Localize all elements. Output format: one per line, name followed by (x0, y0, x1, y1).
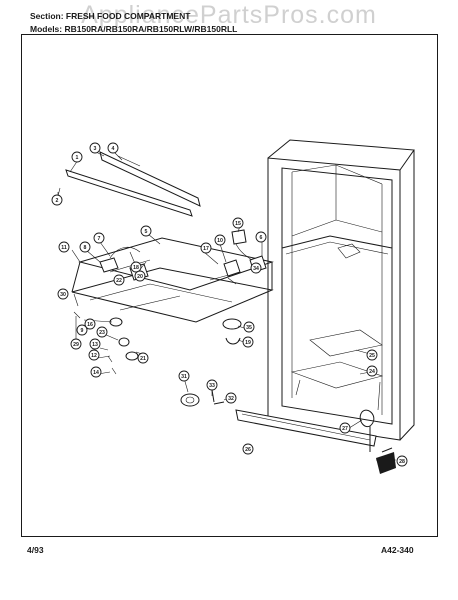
leveling-leg (359, 409, 396, 474)
svg-text:23: 23 (99, 330, 105, 336)
small-parts (73, 311, 242, 407)
leader-lines (57, 151, 396, 461)
svg-text:15: 15 (235, 221, 241, 227)
callout-24: 24 (366, 365, 378, 377)
svg-text:24: 24 (369, 369, 375, 375)
svg-text:18: 18 (133, 265, 139, 271)
svg-text:16: 16 (87, 322, 93, 328)
callout-23: 23 (96, 326, 108, 338)
diagram-frame (21, 34, 438, 537)
callout-9: 9 (76, 324, 88, 336)
control-housing (71, 229, 274, 323)
callout-10: 10 (214, 234, 226, 246)
callout-31: 31 (178, 370, 190, 382)
callout-30: 30 (57, 288, 69, 300)
svg-text:7: 7 (98, 236, 101, 242)
callout-7: 7 (93, 232, 105, 244)
callout-13: 13 (89, 338, 101, 350)
svg-text:33: 33 (209, 383, 215, 389)
callout-12: 12 (88, 349, 100, 361)
svg-text:11: 11 (61, 245, 67, 251)
svg-text:30: 30 (60, 292, 66, 298)
callout-29: 29 (70, 338, 82, 350)
svg-text:2: 2 (56, 198, 59, 204)
svg-text:34: 34 (253, 266, 259, 272)
svg-text:19: 19 (245, 340, 251, 346)
svg-text:17: 17 (203, 246, 209, 252)
callout-34: 34 (250, 262, 262, 274)
svg-text:5: 5 (145, 229, 148, 235)
document-number: A42-340 (381, 545, 414, 555)
svg-text:35: 35 (246, 325, 252, 331)
revision-date: 4/93 (27, 545, 44, 555)
callout-1: 1 (71, 151, 83, 163)
callout-26: 26 (242, 443, 254, 455)
callout-2: 2 (51, 194, 63, 206)
svg-text:20: 20 (137, 274, 143, 280)
svg-text:29: 29 (73, 342, 79, 348)
callout-5: 5 (140, 225, 152, 237)
svg-text:21: 21 (140, 356, 146, 362)
trim-strips (57, 151, 201, 217)
svg-text:26: 26 (245, 447, 251, 453)
refrigerator-cabinet (267, 139, 415, 441)
svg-text:25: 25 (369, 353, 375, 359)
callout-11: 11 (58, 241, 70, 253)
toe-grille (235, 409, 377, 447)
callout-21: 21 (137, 352, 149, 364)
callout-20: 20 (134, 270, 146, 282)
callout-17: 17 (200, 242, 212, 254)
svg-text:32: 32 (228, 396, 234, 402)
svg-text:10: 10 (217, 238, 223, 244)
callout-19: 19 (242, 336, 254, 348)
callout-3: 3 (89, 142, 101, 154)
svg-text:3: 3 (94, 146, 97, 152)
callout-28: 28 (396, 455, 408, 467)
callout-15: 15 (232, 217, 244, 229)
svg-text:4: 4 (112, 146, 115, 152)
svg-text:27: 27 (342, 426, 348, 432)
callout-8: 8 (79, 241, 91, 253)
svg-text:14: 14 (93, 370, 99, 376)
callout-14: 14 (90, 366, 102, 378)
svg-text:31: 31 (181, 374, 187, 380)
svg-text:6: 6 (260, 235, 263, 241)
callout-35: 35 (243, 321, 255, 333)
svg-text:13: 13 (92, 342, 98, 348)
section-title: Section: FRESH FOOD COMPARTMENT (30, 11, 191, 21)
svg-text:12: 12 (91, 353, 97, 359)
callout-32: 32 (225, 392, 237, 404)
callout-16: 16 (84, 318, 96, 330)
callout-25: 25 (366, 349, 378, 361)
callout-33: 33 (206, 379, 218, 391)
callout-6: 6 (255, 231, 267, 243)
callout-4: 4 (107, 142, 119, 154)
svg-text:9: 9 (81, 328, 84, 334)
callout-27: 27 (339, 422, 351, 434)
models-line: Models: RB150RA/RB150RA/RB150RLW/RB150RL… (30, 24, 238, 34)
callout-22: 22 (113, 274, 125, 286)
svg-text:1: 1 (76, 155, 79, 161)
svg-text:22: 22 (116, 278, 122, 284)
svg-text:28: 28 (399, 459, 405, 465)
callout-18: 18 (130, 261, 142, 273)
svg-text:8: 8 (84, 245, 87, 251)
